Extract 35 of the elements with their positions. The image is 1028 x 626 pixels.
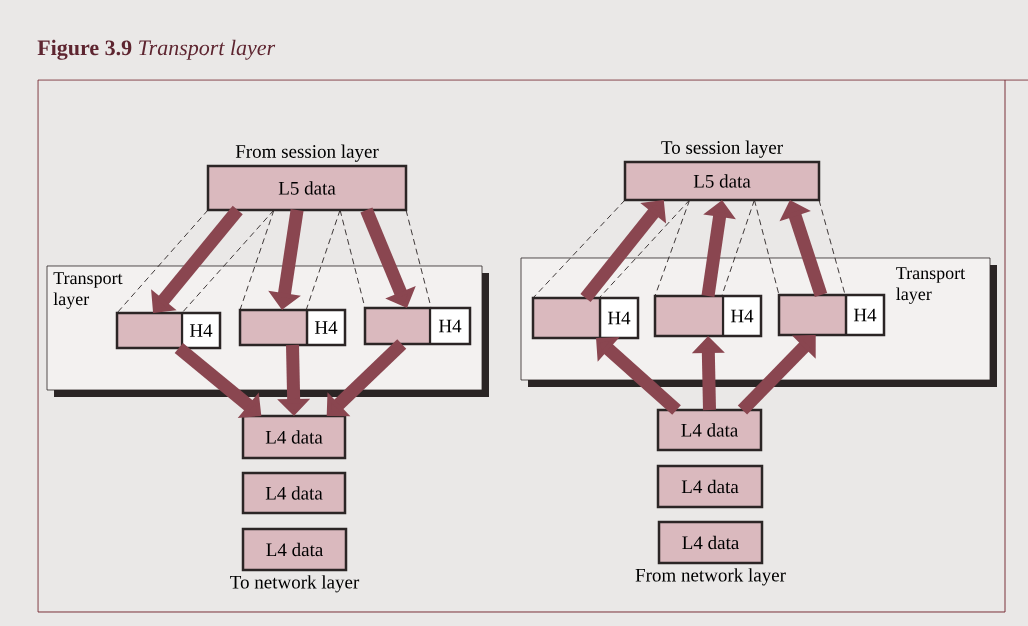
dashed-line [239,209,275,311]
layer-caption: To network layer [230,575,360,593]
dashed-line [305,209,341,311]
dashed-line [598,199,691,299]
block-arrow [174,342,262,418]
dashed-line [753,199,780,296]
block-arrow [326,339,407,417]
segment-box: H4 [777,293,886,337]
layer-caption: From session layer [235,144,379,162]
data-box: L4 data [657,520,764,565]
data-box: L4 data [241,527,348,572]
segment-box: H4 [653,294,763,338]
data-box: L5 data [623,160,821,202]
data-box: L5 data [206,164,408,212]
dashed-line [116,209,209,314]
dashed-line [405,209,432,309]
figure-title: Figure 3.9 Transport layer [37,39,276,60]
dashed-line [181,209,275,314]
segment-box: H4 [363,306,472,346]
data-box: L4 data [241,414,347,460]
block-arrow [151,205,243,313]
dashed-line [721,199,755,297]
block-arrow [596,337,681,415]
segment-box: H4 [531,296,640,340]
dashed-line [654,199,691,297]
block-arrow [360,207,416,308]
data-box: L4 data [656,464,764,509]
segment-box: H4 [115,311,222,350]
data-box: L4 data [241,471,347,515]
dashed-line [339,209,366,309]
block-arrow [737,335,816,415]
layer-caption: To session layer [661,140,783,158]
segment-box: H4 [238,308,347,347]
data-box: L4 data [656,408,763,452]
layer-caption: From network layer [635,568,786,586]
